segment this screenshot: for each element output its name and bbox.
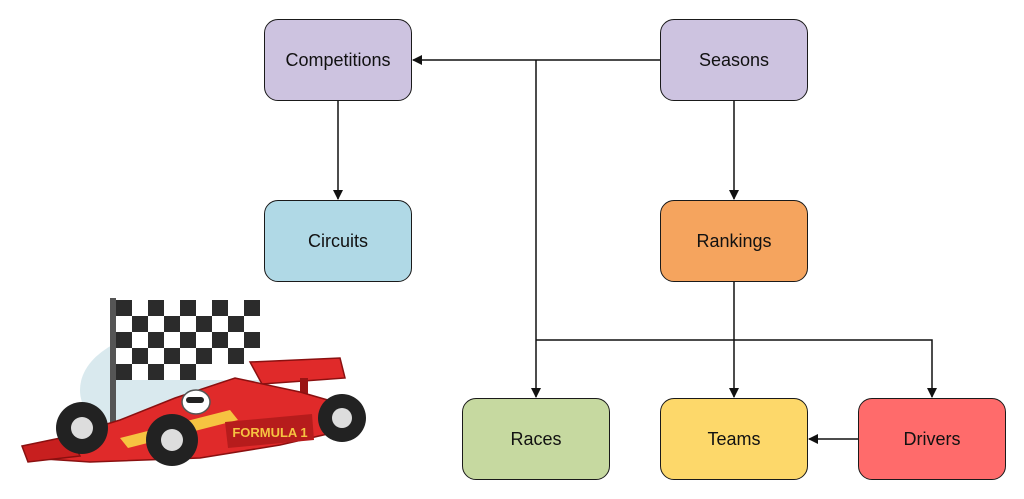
wheel-icon xyxy=(318,394,366,442)
node-label: Teams xyxy=(707,428,761,449)
wheel-icon xyxy=(146,414,198,466)
node-seasons: Seasons xyxy=(660,19,808,101)
edge-rankings-drivers xyxy=(536,339,937,398)
node-label: Seasons xyxy=(698,49,770,70)
node-circuits: Circuits xyxy=(264,200,412,282)
node-teams: Teams xyxy=(660,398,808,480)
node-races: Races xyxy=(462,398,610,480)
diagram-edges xyxy=(333,55,937,444)
node-label: Drivers xyxy=(903,428,961,449)
node-label: Competitions xyxy=(285,49,391,70)
node-label: Rankings xyxy=(696,230,772,251)
formula-1-car-illustration: FORMULA 1 xyxy=(20,298,366,466)
node-drivers: Drivers xyxy=(858,398,1006,480)
wheel-icon xyxy=(56,402,108,454)
node-competitions: Competitions xyxy=(264,19,412,101)
node-label: Races xyxy=(510,428,562,449)
node-rankings: Rankings xyxy=(660,200,808,282)
checkered-flag-icon xyxy=(116,300,266,380)
formula-1-logo-text: FORMULA 1 xyxy=(232,425,307,440)
node-label: Circuits xyxy=(307,230,368,251)
